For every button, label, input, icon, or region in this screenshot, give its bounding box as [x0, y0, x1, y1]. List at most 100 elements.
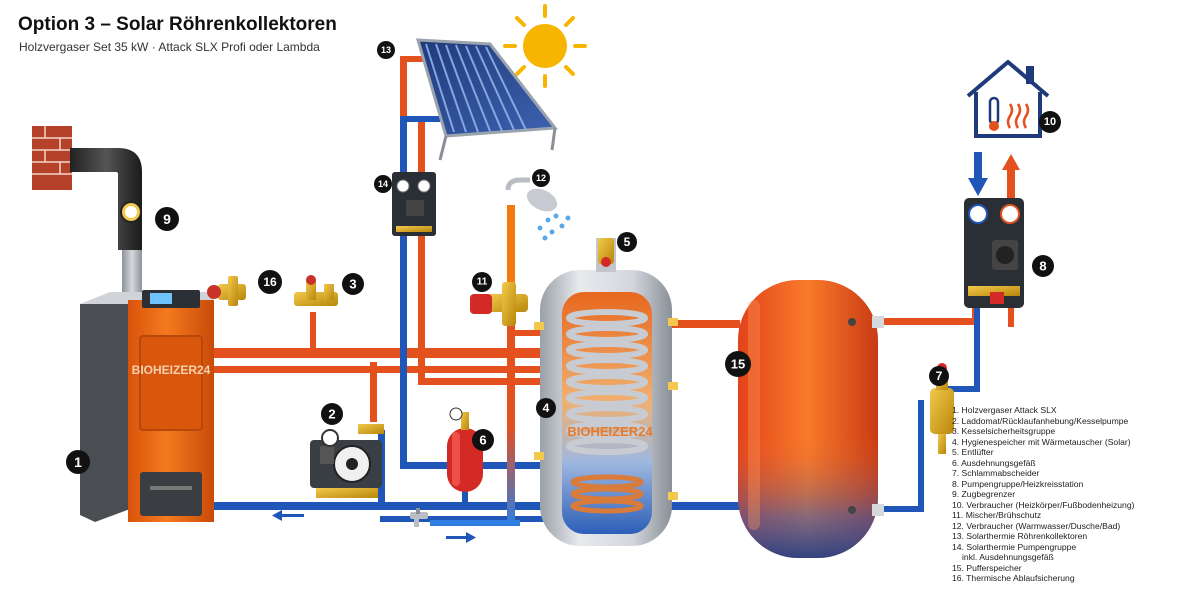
marker-13[interactable]: 13	[377, 41, 395, 59]
separator-down	[918, 400, 924, 510]
return-arrow-head	[272, 510, 282, 521]
hot-flow-pipe	[212, 348, 542, 358]
solar-cold-pipe	[400, 118, 407, 468]
house-hot-arrow	[1002, 154, 1020, 170]
sun-icon	[503, 4, 587, 88]
inlet-arrow-shaft	[446, 536, 468, 539]
marker-14[interactable]: 14	[374, 175, 392, 193]
dhw-cold-riser	[507, 305, 515, 525]
svg-text:7: 7	[936, 369, 943, 383]
tank-buffer-hot-pipe	[670, 320, 740, 328]
legend-item: 6. Ausdehnungsgefäß	[952, 457, 1036, 468]
legend-item: inkl. Ausdehnungsgefäß	[962, 552, 1054, 562]
legend-item: 11. Mischer/Brühschutz	[952, 510, 1042, 520]
marker-15[interactable]: 15	[725, 351, 751, 377]
marker-6[interactable]: 6	[472, 429, 494, 451]
legend-item: 9. Zugbegrenzer	[952, 489, 1016, 499]
air-vent	[598, 238, 614, 264]
cold-return-pipe	[212, 502, 752, 510]
svg-text:5: 5	[624, 235, 631, 249]
buffer-cold-bottom	[878, 506, 924, 512]
marker-10[interactable]: 10	[1039, 111, 1061, 133]
buffer-station-hot-pipe	[878, 318, 978, 325]
marker-12[interactable]: 12	[532, 169, 550, 187]
legend-item: 13. Solarthermie Röhrenkollektoren	[952, 531, 1088, 541]
solar-cold-top	[400, 116, 440, 122]
legend-item: 3. Kesselsicherheitsgruppe	[952, 426, 1056, 436]
marker-8[interactable]: 8	[1032, 255, 1054, 277]
marker-3[interactable]: 3	[342, 273, 364, 295]
station-cold-return	[974, 306, 980, 392]
house-cold-arrow	[968, 178, 988, 196]
thermostatic-mixer	[470, 282, 528, 326]
legend-item: 15. Pufferspeicher	[952, 562, 1022, 573]
marker-4[interactable]: 4	[536, 398, 556, 418]
svg-text:11: 11	[477, 277, 488, 288]
page-title: Option 3 – Solar Röhrenkollektoren	[18, 14, 337, 35]
dhw-hot-riser	[507, 205, 515, 305]
chimney	[32, 126, 142, 294]
svg-text:14: 14	[378, 179, 388, 189]
marker-7[interactable]: 7	[929, 366, 949, 386]
safety-group-pipe	[310, 312, 316, 352]
solar-hot-link	[400, 56, 430, 62]
legend-item: 14. Solarthermie Pumpengruppe	[952, 541, 1077, 552]
svg-text:15: 15	[731, 357, 745, 372]
house-consumer-icon	[966, 60, 1050, 138]
marker-2[interactable]: 2	[321, 403, 343, 425]
solar-coil	[570, 474, 644, 514]
cold-water-inlet	[430, 520, 520, 526]
solar-hot-horizontal	[418, 378, 542, 385]
mixer-link	[515, 330, 545, 336]
legend-item: 10. Verbraucher (Heizkörper/Fußbodenheiz…	[952, 499, 1135, 510]
house-hot-pipe	[1007, 168, 1015, 198]
laddomat-thermometer-icon	[321, 429, 339, 447]
legend-item: 7. Schlammabscheider	[952, 468, 1040, 478]
svg-text:1: 1	[74, 454, 82, 470]
safety-group	[294, 275, 338, 306]
thermal-discharge-valve	[207, 276, 246, 306]
cold-return-pipe-b	[380, 516, 550, 522]
pipes	[212, 56, 1020, 526]
separator-link	[940, 386, 980, 392]
shower-head-icon	[505, 177, 571, 241]
wood-gasifier-boiler: BIOHEIZER24	[80, 290, 222, 522]
brick-wall	[32, 126, 72, 190]
laddomat-pump-group	[310, 424, 384, 498]
marker-11[interactable]: 11	[472, 272, 492, 292]
buffer-tank	[738, 280, 884, 558]
marker-1[interactable]: 1	[66, 450, 90, 474]
station-hot-riser-b	[1008, 295, 1014, 327]
svg-text:12: 12	[536, 173, 546, 183]
expansion-vessel	[447, 407, 483, 492]
buffer-bottom-pipe	[670, 502, 750, 510]
solar-hot-pipe	[418, 118, 425, 384]
svg-text:4: 4	[543, 401, 550, 415]
boiler-logo: BIOHEIZER24	[132, 363, 211, 377]
legend-item: 1. Holzvergaser Attack SLX	[952, 405, 1057, 415]
marker-16[interactable]: 16	[258, 270, 282, 294]
marker-5[interactable]: 5	[617, 232, 637, 252]
dhw-coil	[566, 309, 648, 455]
legend-item: 2. Laddomat/Rücklaufanhebung/Kesselpumpe	[952, 415, 1129, 426]
svg-text:13: 13	[381, 45, 391, 55]
marker-9[interactable]: 9	[155, 207, 179, 231]
solar-collector	[415, 38, 558, 161]
cold-water-tap-icon	[410, 508, 428, 527]
house-cold-pipe	[974, 152, 982, 180]
inlet-arrow-head	[466, 532, 476, 543]
legend-item: 8. Pumpengruppe/Heizkreisstation	[952, 478, 1084, 489]
hygiene-storage-tank: BIOHEIZER24	[534, 238, 678, 546]
svg-text:8: 8	[1039, 259, 1046, 274]
svg-text:2: 2	[328, 407, 335, 422]
heating-pump-station	[964, 198, 1024, 308]
number-badges: 1 2 3 4 5 6 7 8 9 10 11 12 13 14 15 16	[66, 41, 1061, 474]
svg-text:10: 10	[1044, 116, 1056, 128]
solar-pump-station	[392, 172, 436, 236]
flow-arrows	[272, 510, 476, 543]
svg-text:3: 3	[349, 277, 356, 292]
svg-text:16: 16	[263, 275, 277, 289]
laddomat-hot-riser	[370, 362, 377, 422]
